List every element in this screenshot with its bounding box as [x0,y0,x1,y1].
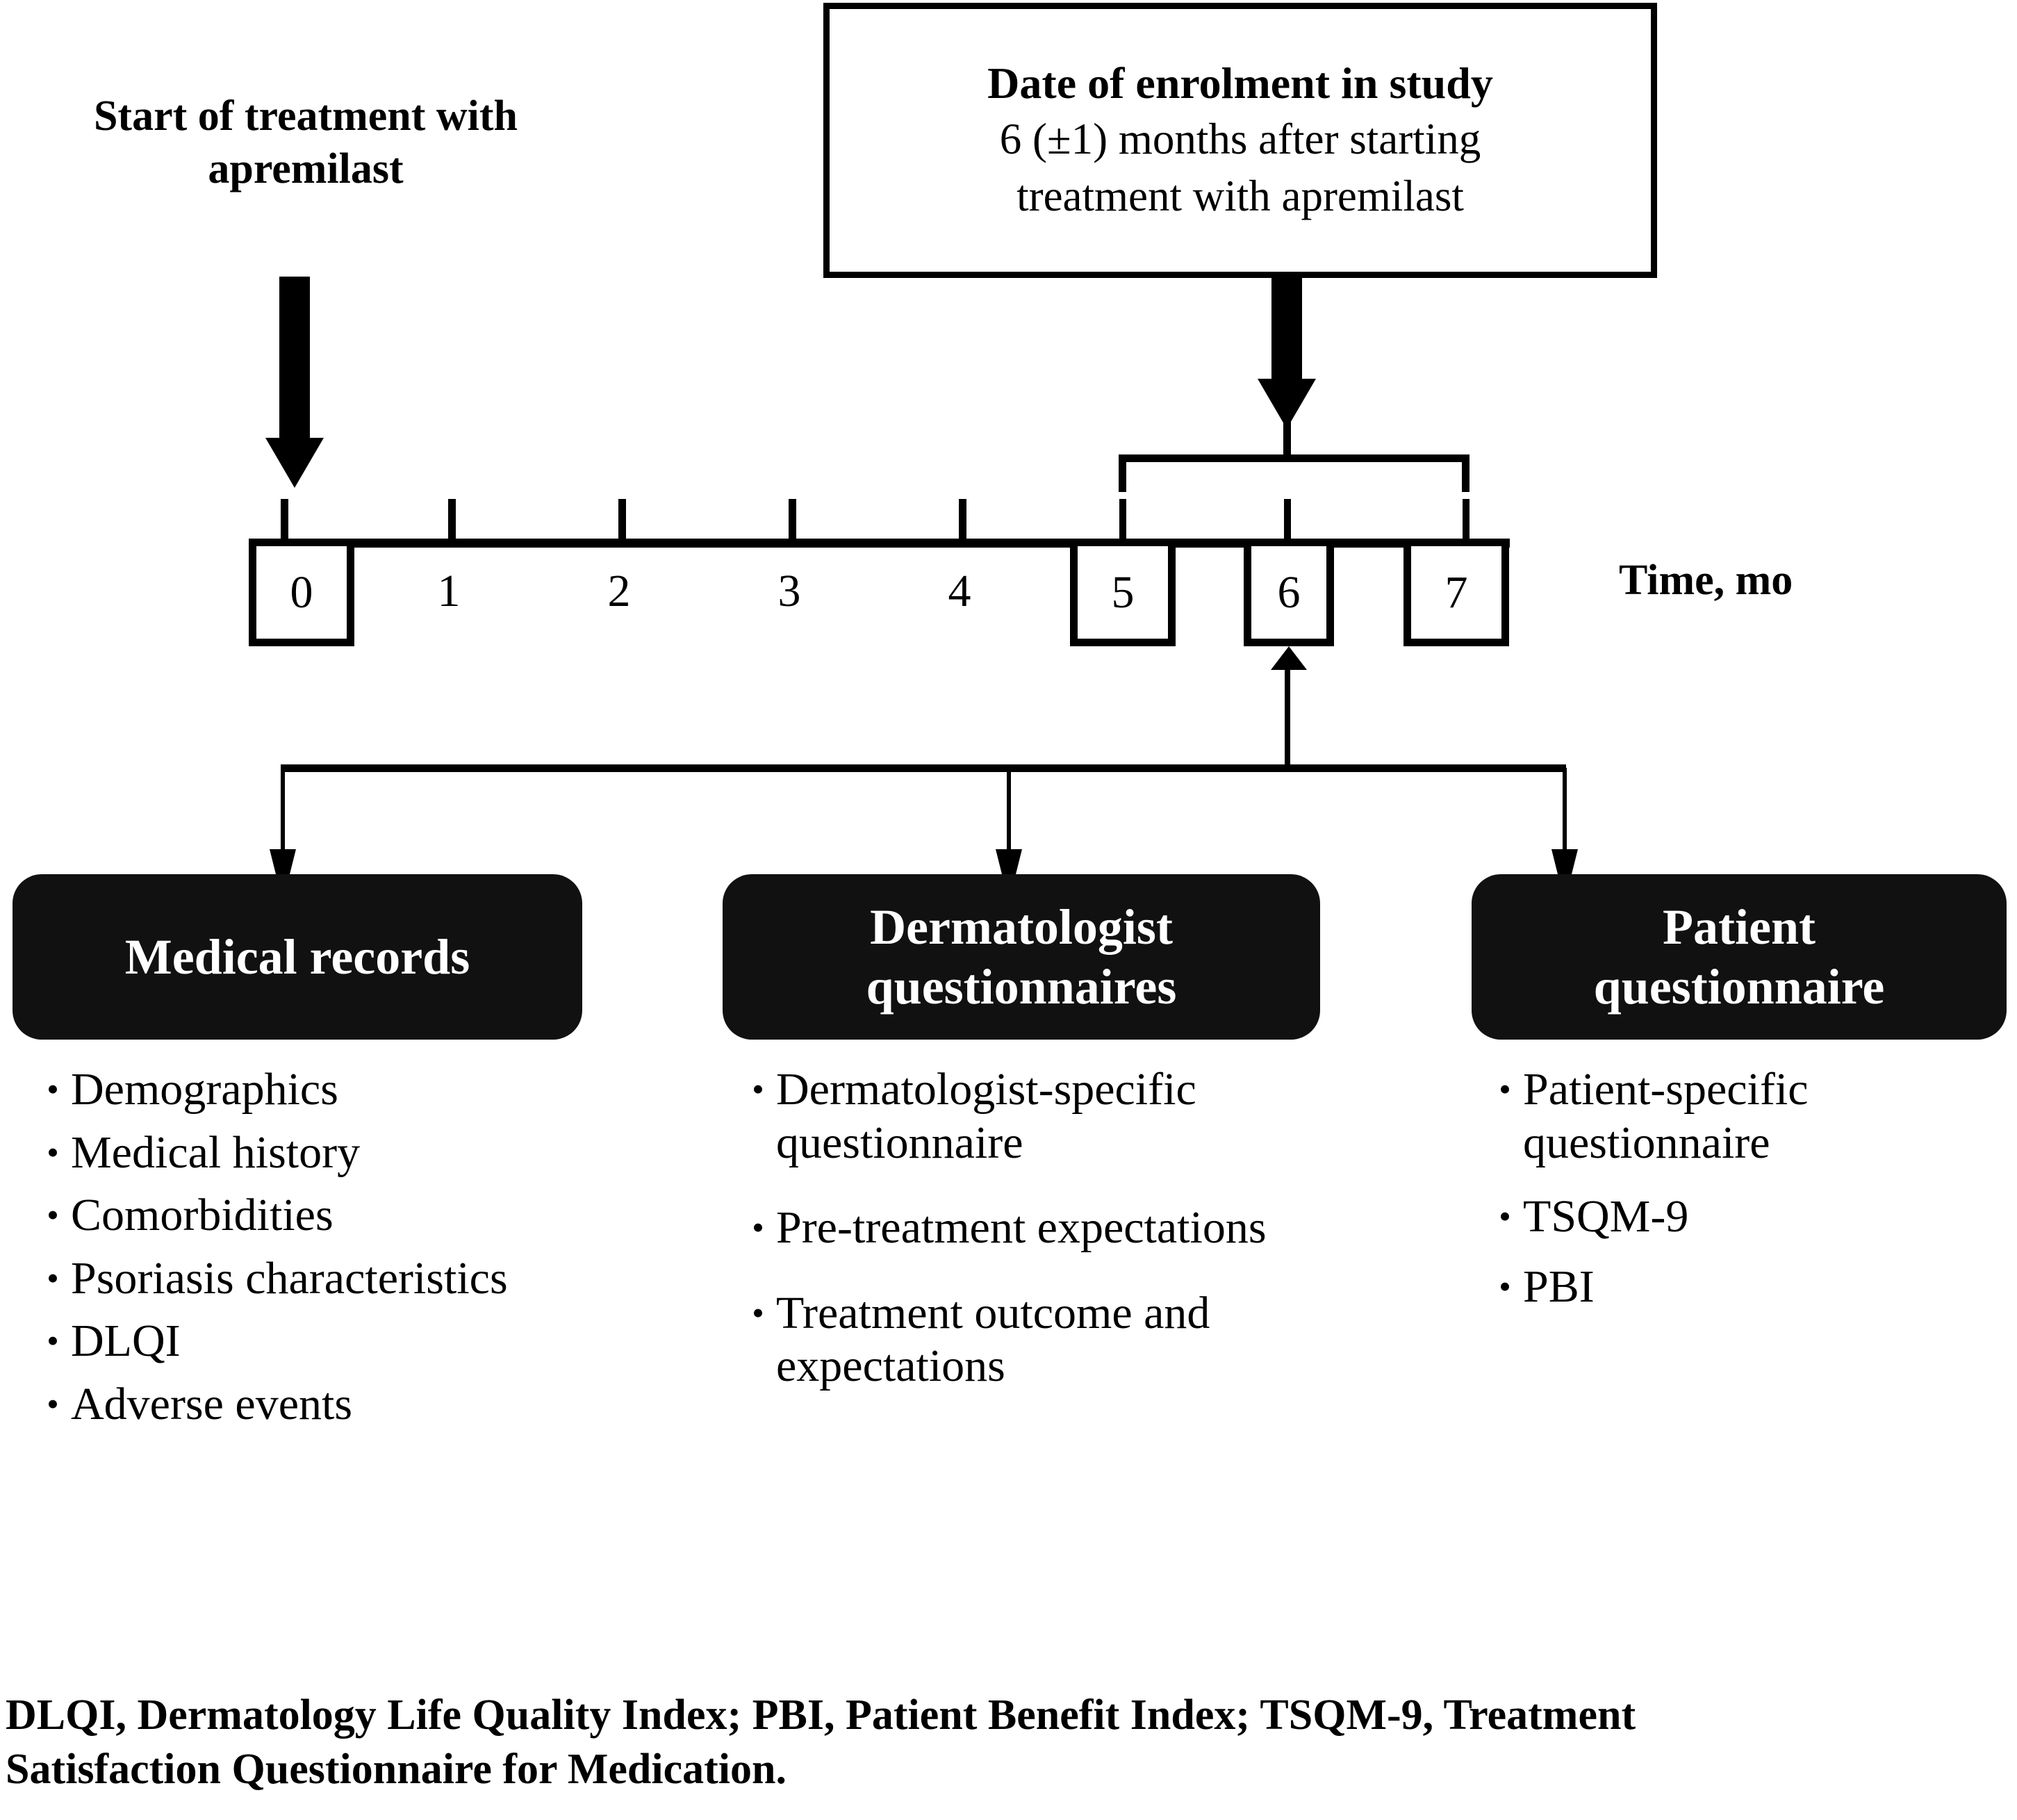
enrolment-title: Date of enrolment in study [987,58,1493,108]
brace-drop-month-6 [1284,499,1291,541]
tick-month-1 [448,499,456,541]
list-item-label: PBI [1523,1261,1595,1312]
distributor-stem [1285,657,1290,768]
list-item-label: Patient-specific questionnaire [1523,1064,1809,1168]
enrolment-arrow-shaft [1271,278,1302,389]
list-item: • Medical history [35,1126,549,1180]
list-item-label: Adverse events [71,1378,353,1429]
list-item: • Pre-treatment expectations [740,1202,1351,1255]
start-of-treatment-text: Start of treatment with apremilast [93,92,518,192]
list-item: • Patient-specific questionnaire [1487,1063,2015,1170]
bullet-icon: • [752,1069,764,1108]
bullet-icon: • [47,1321,59,1361]
month-label-7: 7 [1444,566,1468,618]
brace-drop-month-7 [1463,499,1469,541]
month-box-0: 0 [249,539,354,646]
bullet-icon: • [47,1195,59,1235]
bullet-icon: • [1499,1266,1511,1306]
tick-month-3 [789,499,796,541]
month-label-4: 4 [948,566,971,616]
start-arrow-head [265,438,324,488]
tick-month-2 [618,499,626,541]
list-item: • TSQM-9 [1487,1190,2015,1244]
month-label-4-wrap: 4 [928,568,991,614]
list-item-label: Pre-treatment expectations [776,1202,1267,1254]
month-box-5: 5 [1070,539,1176,646]
list-item-label: Comorbidities [71,1190,334,1241]
month-label-1: 1 [437,566,461,616]
enrolment-subtitle-line-1: 6 (±1) months after starting [999,115,1481,164]
list-item: • Comorbidities [35,1189,549,1243]
bullet-icon: • [752,1208,764,1247]
list-item-label: Treatment outcome and expectations [776,1287,1210,1392]
month-label-3-wrap: 3 [757,568,821,614]
list-item: • PBI [1487,1261,2015,1314]
month-label-1-wrap: 1 [417,568,481,614]
bullet-icon: • [47,1069,59,1108]
panel-dermatologist-questionnaires: Dermatologist questionnaires [723,874,1320,1040]
footnote-line-2: Satisfaction Questionnaire for Medicatio… [6,1745,787,1793]
month-label-2-wrap: 2 [587,568,651,614]
panel-medical-records-title: Medical records [124,928,470,985]
month-label-0: 0 [290,566,313,618]
panel-patient-title-line-2: questionnaire [1593,959,1885,1015]
panel-patient-title-line-1: Patient [1663,899,1816,955]
bullet-icon: • [1499,1069,1511,1108]
list-dermatologist-questionnaires: • Dermatologist-specific questionnaire •… [740,1063,1351,1403]
time-axis-label: Time, mo [1619,556,1793,605]
list-item: • DLQI [35,1315,549,1368]
bullet-icon: • [47,1258,59,1297]
panel-patient-questionnaire: Patient questionnaire [1472,874,2007,1040]
brace-horizontal-bar [1119,454,1469,462]
branch-line-dermatologist [1007,768,1011,858]
month-label-6: 6 [1277,566,1301,618]
list-item: • Demographics [35,1063,549,1117]
enrolment-callout-box: Date of enrolment in study 6 (±1) months… [823,3,1657,278]
list-item-label: Demographics [71,1064,338,1115]
distributor-bar [281,764,1566,772]
list-item-label: Dermatologist-specific questionnaire [776,1064,1196,1168]
start-arrow-shaft [279,277,310,450]
branch-line-medical-records [281,768,285,858]
enrolment-subtitle-line-2: treatment with apremilast [1016,172,1464,220]
bullet-icon: • [752,1293,764,1332]
month-box-6: 6 [1244,539,1334,646]
brace-left-hook [1119,459,1126,492]
list-patient-questionnaire: • Patient-specific questionnaire • TSQM-… [1487,1063,2015,1323]
abbreviations-footnote: DLQI, Dermatology Life Quality Index; PB… [6,1689,2014,1796]
panel-dermatologist-title-line-1: Dermatologist [870,899,1173,955]
bullet-icon: • [1499,1197,1511,1236]
bullet-icon: • [47,1132,59,1172]
month-label-3: 3 [777,566,801,616]
month-label-2: 2 [607,566,631,616]
list-medical-records: • Demographics • Medical history • Comor… [35,1063,549,1441]
brace-right-hook [1462,459,1469,492]
list-item: • Treatment outcome and expectations [740,1287,1351,1393]
month-label-5: 5 [1111,566,1135,618]
tick-month-4 [959,499,966,541]
footnote-line-1: DLQI, Dermatology Life Quality Index; PB… [6,1691,1636,1739]
list-item-label: Psoriasis characteristics [71,1252,508,1304]
month-box-7: 7 [1403,539,1509,646]
tick-month-0 [281,499,288,541]
brace-drop-month-5 [1119,499,1126,541]
list-item-label: TSQM-9 [1523,1191,1689,1243]
list-item: • Adverse events [35,1378,549,1432]
panel-medical-records: Medical records [13,874,582,1040]
start-of-treatment-label: Start of treatment with apremilast [21,90,591,195]
list-item-label: DLQI [71,1315,181,1367]
brace-apex [1283,414,1291,456]
timeline-axis [249,539,1510,548]
bullet-icon: • [47,1384,59,1423]
branch-line-patient [1563,768,1567,858]
time-axis-label-text: Time, mo [1619,557,1793,604]
panel-dermatologist-title-line-2: questionnaires [866,959,1177,1015]
list-item: • Dermatologist-specific questionnaire [740,1063,1351,1170]
list-item: • Psoriasis characteristics [35,1252,549,1306]
list-item-label: Medical history [71,1126,361,1178]
